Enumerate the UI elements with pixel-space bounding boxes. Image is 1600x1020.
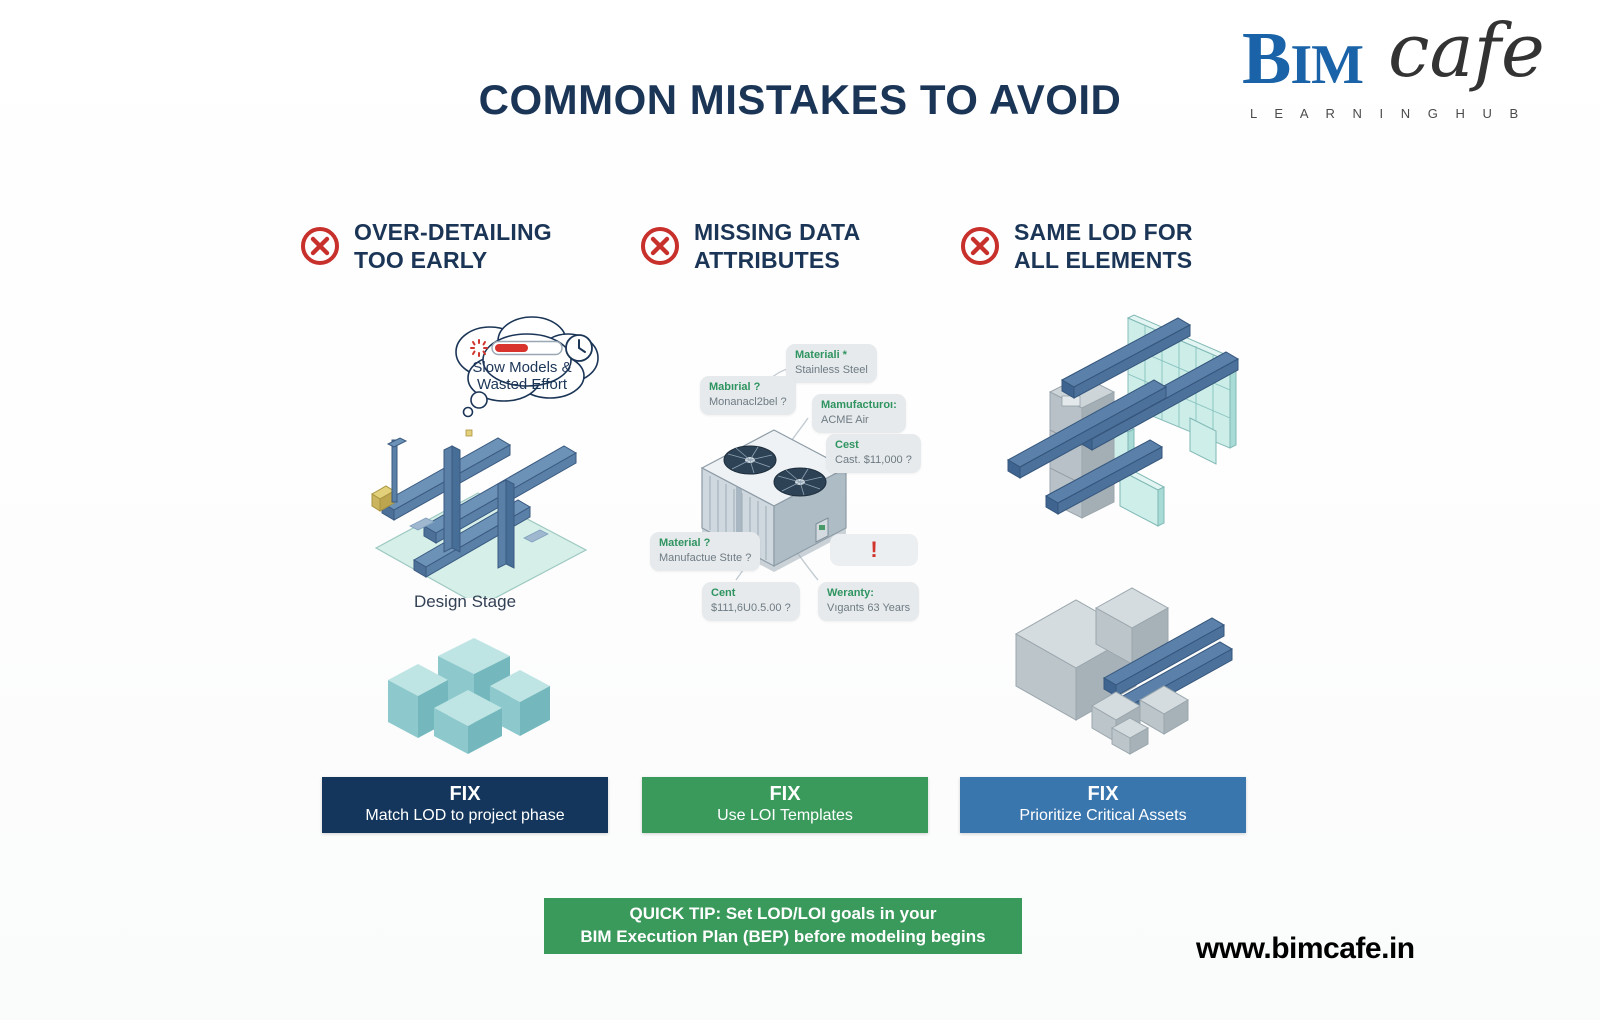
- fix-label-3: FIX: [1087, 782, 1119, 805]
- column-3-header: SAME LOD FOR ALL ELEMENTS: [960, 218, 1290, 274]
- circle-x-icon: [960, 226, 1000, 266]
- callout-manufacturer: Mamufacturoı: ACME Air: [812, 394, 906, 434]
- quick-tip-line-1: QUICK TIP: Set LOD/LOI goals in your: [629, 904, 937, 924]
- quick-tip-line-2: BIM Execution Plan (BEP) before modeling…: [580, 927, 986, 946]
- column-1-heading: OVER-DETAILING TOO EARLY: [354, 219, 552, 274]
- isometric-rooftop-hvac-unit: [688, 424, 858, 584]
- quick-tip-banner: QUICK TIP: Set LOD/LOI goals in your BIM…: [544, 898, 1022, 954]
- fix-text-2: Use LOI Templates: [717, 806, 853, 824]
- thought-bubble: Slow Models & Wasted Effort: [432, 308, 612, 418]
- callout-cost-unknown: Cent $111,6U0.5.00 ?: [702, 582, 800, 622]
- brand-logo: BIM cafe L E A R N I N G H U B: [1238, 8, 1545, 143]
- callout-material-manufacturer: Material ? Manufactue Stıte ?: [650, 532, 761, 572]
- logo-tagline: L E A R N I N G H U B: [1250, 106, 1526, 121]
- fix-banner-1[interactable]: FIX Match LOD to project phase: [322, 777, 608, 833]
- callout-cost: Cest Cast. $11,000 ?: [826, 434, 921, 474]
- exclamation-icon: !: [870, 537, 878, 562]
- isometric-structural-beams-columns-curtainwall: [1000, 300, 1240, 550]
- callout-warranty: Weranty: Vıgants 63 Years: [818, 582, 920, 622]
- bubble-line-2: Wasted Effort: [477, 376, 568, 393]
- callout-material-unknown: Mabırial ? Monanacl2bel ?: [700, 376, 796, 416]
- column-over-detailing: OVER-DETAILING TOO EARLY: [300, 218, 630, 274]
- logo-bim-text: BIM: [1242, 18, 1364, 100]
- warning-badge: !: [830, 534, 918, 566]
- fix-banner-3[interactable]: FIX Prioritize Critical Assets: [960, 777, 1246, 833]
- column-1-header: OVER-DETAILING TOO EARLY: [300, 218, 630, 274]
- fix-text-1: Match LOD to project phase: [365, 806, 565, 824]
- fix-label-1: FIX: [449, 782, 481, 805]
- column-missing-data: MISSING DATA ATTRIBUTES: [640, 218, 970, 274]
- isometric-simple-boxes: [378, 628, 562, 760]
- isometric-detailed-piping-model: [348, 398, 610, 607]
- circle-x-icon: [300, 226, 340, 266]
- callout-material-stainless: Materiali * Stainless Steel: [786, 344, 877, 384]
- page-title: COMMON MISTAKES TO AVOID: [478, 76, 1122, 123]
- circle-x-icon: [640, 226, 680, 266]
- isometric-equipment-blocks: [1000, 578, 1240, 768]
- column-2-heading: MISSING DATA ATTRIBUTES: [694, 219, 861, 274]
- fix-banner-2[interactable]: FIX Use LOI Templates: [642, 777, 928, 833]
- column-3-heading: SAME LOD FOR ALL ELEMENTS: [1014, 219, 1193, 274]
- website-url[interactable]: www.bimcafe.in: [1196, 932, 1415, 965]
- progress-bar-icon: [491, 340, 563, 356]
- column-2-header: MISSING DATA ATTRIBUTES: [640, 218, 970, 274]
- design-stage-caption: Design Stage: [413, 592, 517, 611]
- fix-text-3: Prioritize Critical Assets: [1019, 806, 1187, 824]
- spinner-icon: [470, 339, 488, 357]
- fix-label-2: FIX: [769, 782, 801, 805]
- logo-cafe-text: cafe: [1388, 8, 1545, 94]
- clock-icon: [565, 334, 593, 362]
- bubble-line-1: Slow Models &: [472, 359, 571, 376]
- column-same-lod: SAME LOD FOR ALL ELEMENTS: [960, 218, 1290, 274]
